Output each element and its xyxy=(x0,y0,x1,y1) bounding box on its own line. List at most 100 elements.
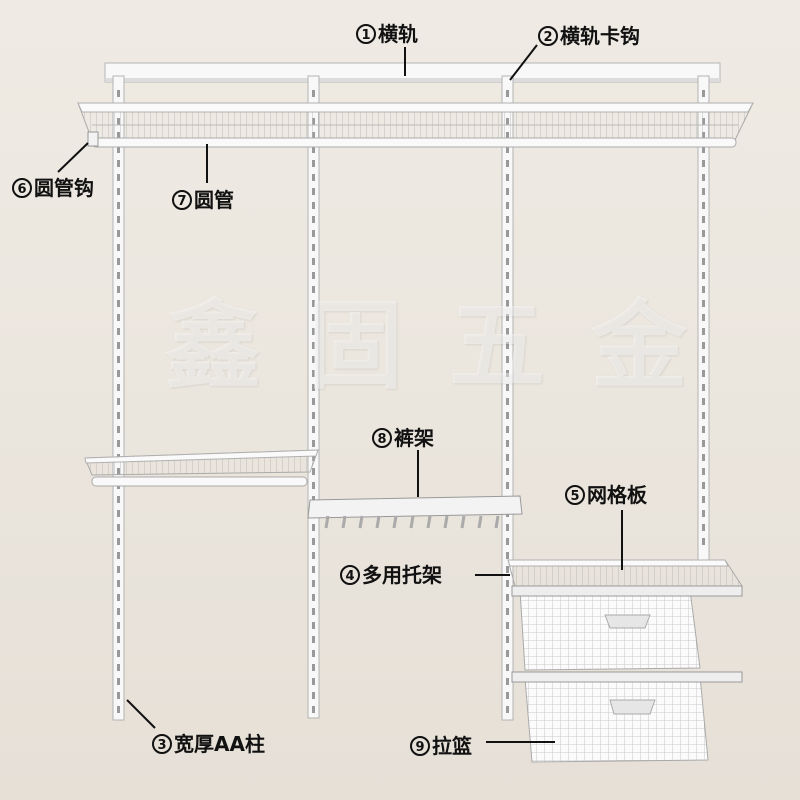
top-rail xyxy=(104,62,721,83)
upright-slot xyxy=(312,482,315,489)
upright-slot xyxy=(506,160,509,167)
watermark: 鑫固五金 xyxy=(165,289,733,402)
upright-slot xyxy=(312,468,315,475)
upright-slot xyxy=(312,440,315,447)
upright-slot xyxy=(702,524,705,531)
upright-slot xyxy=(117,538,120,545)
pant-rack xyxy=(307,495,523,529)
upright-slot xyxy=(506,692,509,699)
upright-slot xyxy=(506,524,509,531)
upright-slot xyxy=(702,314,705,321)
upright-slot xyxy=(506,678,509,685)
upright-slot xyxy=(117,496,120,503)
upright-slot xyxy=(117,608,120,615)
upright-slot xyxy=(506,552,509,559)
upright-slot xyxy=(312,230,315,237)
upright-slot xyxy=(117,636,120,643)
upright-slot xyxy=(702,454,705,461)
upright-slot xyxy=(312,608,315,615)
upright-slot xyxy=(117,314,120,321)
upright-slot xyxy=(117,412,120,419)
upright-slot xyxy=(117,594,120,601)
upright-slot xyxy=(702,440,705,447)
upright-slot xyxy=(312,244,315,251)
upright-slot xyxy=(117,146,120,153)
pant-rack-bar xyxy=(426,515,432,529)
upright-slot xyxy=(117,398,120,405)
callout-number: 2 xyxy=(538,26,558,46)
upright-slot xyxy=(117,90,120,97)
upright-slot xyxy=(117,342,120,349)
upright-slot xyxy=(312,622,315,629)
pull-out-basket-upper xyxy=(511,585,743,671)
upright-slot xyxy=(702,216,705,223)
upright-slot xyxy=(506,328,509,335)
upright-slot xyxy=(506,706,509,713)
upright-slot xyxy=(312,426,315,433)
upright-slot xyxy=(506,202,509,209)
pant-rack-bar xyxy=(375,515,381,529)
upright-slot xyxy=(506,342,509,349)
pant-rack-bar xyxy=(392,515,398,529)
upright-slot xyxy=(312,706,315,713)
upright-slot xyxy=(506,258,509,265)
upright-slot xyxy=(312,216,315,223)
upright-slot xyxy=(506,216,509,223)
upright-slot xyxy=(117,664,120,671)
upright-slot xyxy=(506,90,509,97)
upright-slot xyxy=(702,300,705,307)
upright-slot xyxy=(117,440,120,447)
upright-slot xyxy=(312,174,315,181)
upright-slot xyxy=(312,650,315,657)
upright-slot xyxy=(506,174,509,181)
upright-slot xyxy=(506,244,509,251)
pant-rack-bar xyxy=(409,515,415,529)
upright-slot xyxy=(117,160,120,167)
upright-slot xyxy=(117,692,120,699)
callout-text: 网格板 xyxy=(587,483,647,507)
pant-rack-bar xyxy=(443,515,449,529)
upright-slot xyxy=(117,370,120,377)
upright-slot xyxy=(506,370,509,377)
upright-slot xyxy=(506,594,509,601)
upright-slot xyxy=(117,580,120,587)
upright-slot xyxy=(506,300,509,307)
upright-slot xyxy=(117,622,120,629)
upright-slot xyxy=(117,258,120,265)
upright-slot xyxy=(702,370,705,377)
upright-slot xyxy=(506,272,509,279)
upright-slot xyxy=(117,524,120,531)
upright-slot xyxy=(702,482,705,489)
upright-slot xyxy=(117,286,120,293)
upright-slot xyxy=(312,202,315,209)
upright-slot xyxy=(312,398,315,405)
upright-slot xyxy=(506,538,509,545)
callout-number: 5 xyxy=(565,485,585,505)
upright-slot xyxy=(702,342,705,349)
upright-slot xyxy=(312,160,315,167)
upright-slot xyxy=(117,202,120,209)
upright-slot xyxy=(117,706,120,713)
callout-number: 6 xyxy=(12,178,32,198)
upright-slot xyxy=(312,384,315,391)
upright-slot xyxy=(117,426,120,433)
upright-slot xyxy=(312,188,315,195)
upright-slot xyxy=(117,552,120,559)
upright-slot xyxy=(312,342,315,349)
upright-slot xyxy=(312,370,315,377)
upright-slot xyxy=(506,412,509,419)
callout-number: 8 xyxy=(372,428,392,448)
upright-slot xyxy=(312,412,315,419)
upright-slot xyxy=(702,384,705,391)
upright-slot xyxy=(117,216,120,223)
pant-rack-bar xyxy=(341,515,347,529)
upright-slot xyxy=(117,356,120,363)
upright-slot xyxy=(117,272,120,279)
lower-left-shelf xyxy=(84,449,319,487)
callout-text: 宽厚AA柱 xyxy=(174,732,265,756)
